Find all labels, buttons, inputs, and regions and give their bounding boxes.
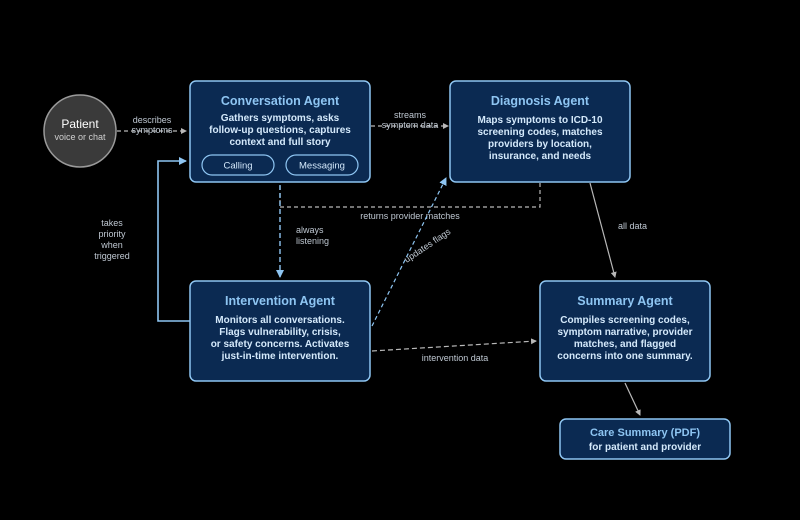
summary-agent-body-3: matches, and flagged: [574, 339, 676, 350]
intervention-agent-body-3: or safety concerns. Activates: [211, 339, 350, 350]
intervention-agent-title: Intervention Agent: [225, 294, 336, 308]
diagnosis-agent-body-2: screening codes, matches: [477, 127, 602, 138]
calling-button-label: Calling: [223, 161, 252, 172]
summary-agent-title: Summary Agent: [577, 294, 673, 308]
conversation-agent-body-1: Gathers symptoms, asks: [221, 113, 340, 124]
summary-agent-body-4: concerns into one summary.: [557, 351, 693, 362]
edge-label-priority-2: priority: [98, 229, 126, 239]
intervention-agent-body-2: Flags vulnerability, crisis,: [219, 327, 341, 338]
edge-label-describes-1: describes: [133, 115, 172, 125]
edge-diagnosis-returns: [279, 183, 541, 208]
conversation-agent-body-2: follow-up questions, captures: [209, 125, 351, 136]
patient-node: Patient voice or chat: [43, 94, 117, 168]
edge-label-listening-1: always: [296, 225, 324, 235]
edge-label-describes-2: symptoms: [131, 125, 173, 135]
intervention-agent-body-4: just-in-time intervention.: [221, 351, 339, 362]
edge-label-listening-2: listening: [296, 236, 329, 246]
edge-diagnosis-summary: [589, 182, 617, 278]
care-summary-node: Care Summary (PDF) for patient and provi…: [559, 418, 731, 460]
conversation-agent-title: Conversation Agent: [221, 94, 340, 108]
diagnosis-agent-body-3: providers by location,: [488, 139, 592, 150]
intervention-agent-node: Intervention Agent Monitors all conversa…: [189, 280, 371, 382]
conversation-agent-node: Conversation Agent Gathers symptoms, ask…: [189, 80, 371, 183]
messaging-button-label: Messaging: [299, 161, 345, 172]
edge-summary-care: [624, 382, 641, 416]
care-summary-subtitle: for patient and provider: [589, 442, 701, 453]
diagnosis-agent-body-1: Maps symptoms to ICD-10: [477, 115, 602, 126]
patient-title: Patient: [61, 117, 99, 131]
messaging-button[interactable]: Messaging: [285, 154, 359, 176]
edge-label-flags: updates flags: [402, 226, 452, 265]
patient-subtitle: voice or chat: [54, 132, 106, 142]
edge-label-priority-4: triggered: [94, 251, 130, 261]
edge-label-priority-1: takes: [101, 218, 123, 228]
diagnosis-agent-title: Diagnosis Agent: [491, 94, 590, 108]
diagnosis-agent-node: Diagnosis Agent Maps symptoms to ICD-10 …: [449, 80, 631, 183]
summary-agent-body-2: symptom narrative, provider: [557, 327, 692, 338]
edge-label-priority-3: when: [100, 240, 123, 250]
summary-agent-body-1: Compiles screening codes,: [560, 315, 690, 326]
diagnosis-agent-body-4: insurance, and needs: [489, 151, 592, 162]
edge-intervention-summary: [371, 338, 537, 352]
summary-agent-node: Summary Agent Compiles screening codes, …: [539, 280, 711, 382]
edge-label-all-data: all data: [618, 221, 647, 231]
edge-intervention-priority: [157, 157, 190, 322]
intervention-agent-body-1: Monitors all conversations.: [215, 315, 345, 326]
care-summary-title: Care Summary (PDF): [590, 427, 700, 439]
edge-label-streams-2: symptom data: [382, 120, 439, 130]
edge-label-returns: returns provider matches: [360, 211, 460, 221]
calling-button[interactable]: Calling: [201, 154, 275, 176]
conversation-agent-body-3: context and full story: [229, 137, 331, 148]
edge-label-streams-1: streams: [394, 110, 427, 120]
edge-label-intervention-data: intervention data: [422, 353, 489, 363]
